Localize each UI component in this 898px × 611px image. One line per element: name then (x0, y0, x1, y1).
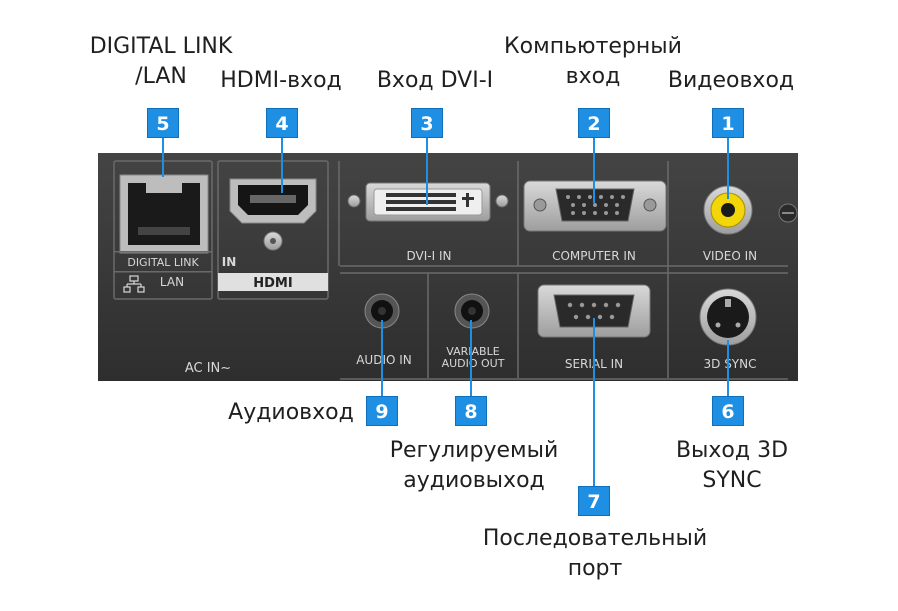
panel-label-variable-audio-out: VARIABLE AUDIO OUT (441, 345, 505, 370)
panel-label-in: IN (221, 255, 237, 269)
callout-digital-link-lan: DIGITAL LINK /LAN (89, 34, 233, 89)
leader-line-2 (593, 137, 595, 203)
hdmi-port (229, 178, 317, 251)
panel-label-3d-sync: 3D SYNC (703, 357, 757, 371)
panel-label-digital-link: DIGITAL LINK (127, 256, 199, 269)
badge-7: 7 (578, 486, 610, 516)
badge-6: 6 (712, 396, 744, 426)
badge-9: 9 (366, 396, 398, 426)
callout-hdmi-in: HDMI-вход (220, 68, 342, 93)
serial-port (537, 284, 651, 338)
leader-line-8 (470, 320, 472, 396)
leader-line-4 (281, 137, 283, 193)
leader-line-5 (162, 137, 164, 177)
network-icon (123, 275, 145, 293)
badge-2: 2 (578, 108, 610, 138)
panel-label-video-in: VIDEO IN (702, 249, 758, 263)
leader-line-9 (381, 320, 383, 396)
video-jack (703, 185, 753, 235)
badge-3: 3 (411, 108, 443, 138)
hdmi-logo: HDMI (253, 276, 292, 291)
panel-label-lan: LAN (159, 275, 185, 289)
panel-label-computer-in: COMPUTER IN (552, 249, 636, 263)
badge-8: 8 (455, 396, 487, 426)
leader-line-7 (593, 318, 595, 486)
badge-5: 5 (147, 108, 179, 138)
callout-3d-sync: Выход 3D SYNC (675, 438, 789, 493)
panel-label-audio-in: AUDIO IN (356, 353, 412, 367)
panel-label-dvi-in: DVI-I IN (406, 249, 452, 263)
callout-variable-audio-out: Регулируемый аудиовыход (389, 438, 559, 493)
leader-line-3 (426, 137, 428, 205)
callout-video-in: Видеовход (667, 68, 795, 93)
dvi-port (347, 182, 509, 222)
audio-in-jack (364, 293, 400, 329)
badge-1: 1 (712, 108, 744, 138)
vga-port (523, 180, 667, 232)
callout-dvi-in: Вход DVI-I (376, 68, 494, 93)
callout-computer-in: Компьютерный вход (504, 34, 682, 89)
callout-serial-in: Последовательный порт (482, 526, 708, 581)
callout-audio-in: Аудиовход (228, 400, 354, 425)
leader-line-1 (727, 137, 729, 199)
audio-out-jack (454, 293, 490, 329)
leader-line-6 (727, 340, 729, 396)
screw (778, 203, 798, 223)
panel-label-ac-in: AC IN∼ (184, 361, 232, 376)
connector-panel: HDMI (98, 153, 798, 381)
badge-4: 4 (266, 108, 298, 138)
lan-port (119, 174, 209, 254)
sync-3d-port (699, 288, 757, 346)
